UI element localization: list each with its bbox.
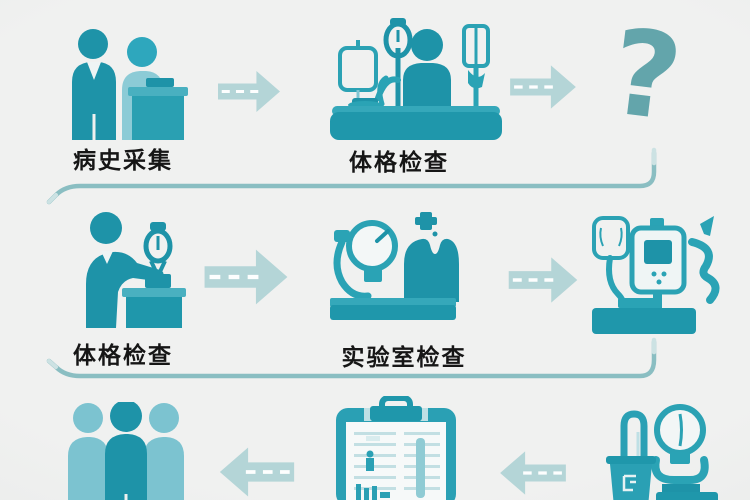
report-clipboard-icon — [330, 396, 462, 500]
blood-pressure-torso-icon — [328, 212, 460, 326]
arrow-left-icon — [490, 450, 576, 496]
arrow-right-icon — [508, 64, 578, 110]
three-people-icon — [60, 402, 192, 500]
step-label-history: 病史采集 — [73, 148, 173, 174]
step-label-lab-test: 实验室检查 — [341, 345, 467, 371]
examination-table-icon — [324, 18, 504, 140]
arrow-right-icon — [198, 248, 294, 306]
monitoring-device-icon — [592, 212, 722, 334]
question-mark: ? — [603, 2, 689, 148]
arrow-right-icon — [218, 66, 280, 117]
arrow-left-icon — [218, 446, 296, 498]
doctor-at-desk-icon — [66, 210, 188, 328]
step-label-physical-exam-2: 体格检查 — [73, 343, 173, 369]
arrow-right-icon — [506, 256, 580, 304]
step-label-physical-exam-1: 体格检查 — [349, 150, 449, 176]
lab-apparatus-icon — [594, 402, 722, 500]
patient-interview-icon — [58, 26, 188, 140]
